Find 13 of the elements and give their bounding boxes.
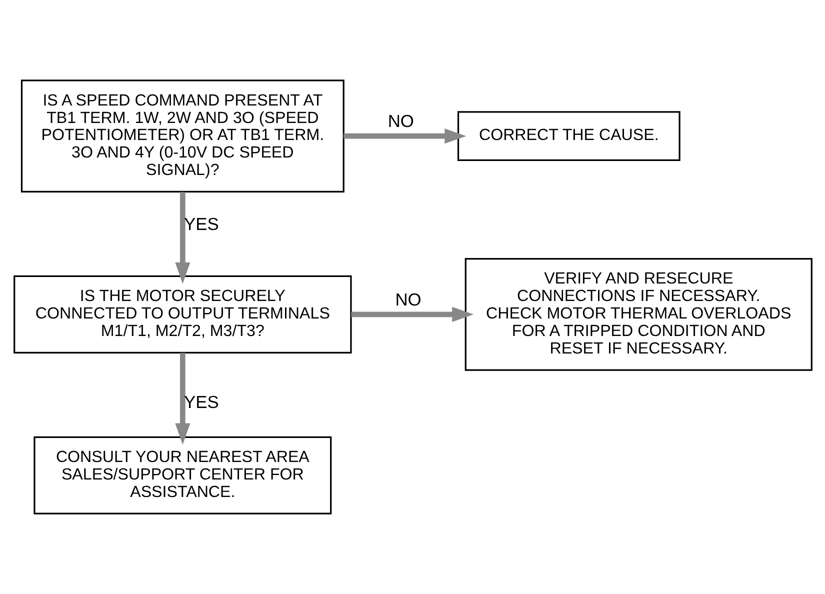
node-box: CORRECT THE CAUSE.: [456, 111, 680, 162]
edge-label: NO: [387, 111, 414, 132]
arrow: [343, 128, 466, 144]
edge-label: YES: [184, 214, 218, 234]
node-box: CONSULT YOUR NEAREST AREA SALES/SUPPORT CENTER FOR ASSISTANCE.: [33, 436, 332, 514]
arrow: [174, 352, 190, 445]
arrow: [174, 192, 190, 284]
arrow: [350, 306, 474, 322]
node-box: IS A SPEED COMMAND PRESENT AT TB1 TERM. 1W, 2W AND 3O (SPEED POTENTIOMETER) OR AT TB1 TERM. 3O AND 4Y (0-10V DC SPEED SIGNAL)?: [20, 80, 344, 193]
node-box: VERIFY AND RESECURE CONNECTIONS IF NECESSARY. CHECK MOTOR THERMAL OVERLOADS FOR A TRIPPED CONDITION AND RESET IF NECESSARY.: [464, 258, 812, 371]
edge-label: NO: [394, 290, 421, 310]
edge-label: YES: [184, 392, 218, 412]
node-box: IS THE MOTOR SECURELY CONNECTED TO OUTPUT TERMINALS M1/T1, M2/T2, M3/T3?: [13, 275, 352, 354]
